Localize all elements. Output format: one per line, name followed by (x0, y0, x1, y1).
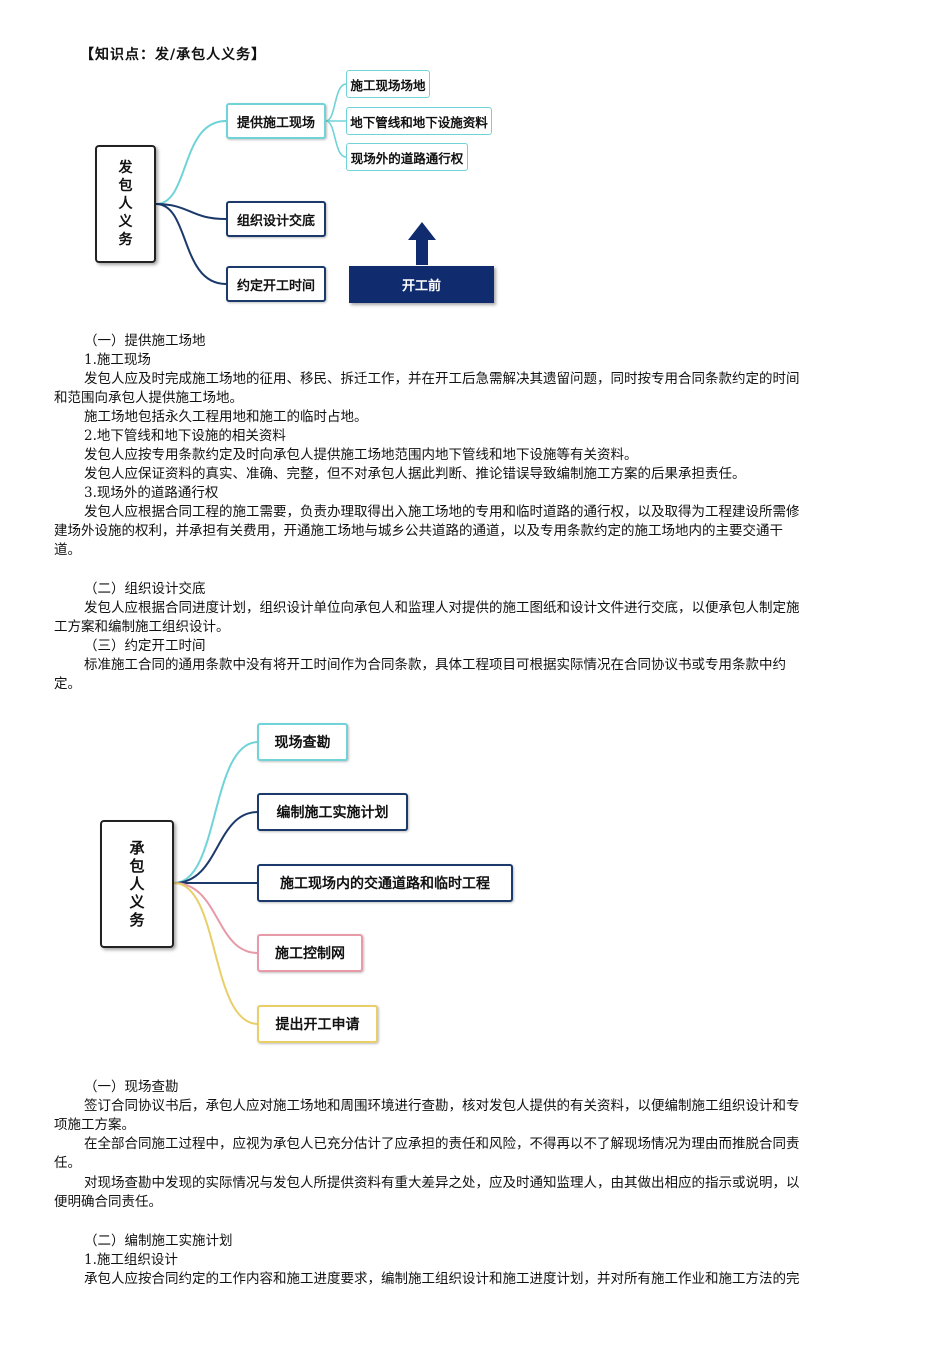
branch-start-time: 约定开工时间 (226, 266, 326, 302)
paragraph-line: 发包人应根据合同工程的施工需要，负责办理取得出入施工场地的专用和临时道路的通行权… (84, 504, 800, 520)
branch-control-network: 施工控制网 (257, 934, 363, 972)
branch-design-briefing: 组织设计交底 (226, 201, 326, 237)
paragraph-line: 工方案和编制施工组织设计。 (54, 619, 230, 635)
paragraph-line: 对现场查勘中发现的实际情况与发包人所提供资料有重大差异之处，应及时通知监理人，由… (84, 1175, 800, 1191)
section2-heading: （二）组织设计交底 (84, 581, 206, 597)
paragraph-line: 承包人应按合同约定的工作内容和施工进度要求，编制施工组织设计和施工进度计划，并对… (84, 1271, 800, 1287)
diagram2-root: 承 包 人 义 务 (100, 820, 174, 948)
paragraph-line: 在全部合同施工过程中，应视为承包人已充分估计了应承担的责任和风险，不得再以不了解… (84, 1136, 800, 1152)
branch-start-application: 提出开工申请 (257, 1005, 378, 1043)
paragraph-line: 发包人应按专用条款约定及时向承包人提供施工场地范围内地下管线和地下设施等有关资料… (84, 447, 638, 463)
paragraph-line: 发包人应及时完成施工场地的征用、移民、拆迁工作，并在开工后急需解决其遗留问题，同… (84, 371, 800, 387)
section3-heading: （三）约定开工时间 (84, 638, 206, 654)
section-heading: 【知识点：发/承包人义务】 (80, 47, 267, 63)
callout-before-start: 开工前 (349, 266, 494, 303)
paragraph-line: 标准施工合同的通用条款中没有将开工时间作为合同条款，具体工程项目可根据实际情况在… (84, 657, 786, 673)
paragraph-line: 施工场地包括永久工程用地和施工的临时占地。 (84, 409, 368, 425)
section1-sub2: 2.地下管线和地下设施的相关资料 (84, 428, 286, 444)
paragraph-line: 项施工方案。 (54, 1117, 135, 1133)
section1-sub1: 1.施工现场 (84, 352, 151, 368)
paragraph-line: 便明确合同责任。 (54, 1194, 162, 1210)
branch-provide-site: 提供施工现场 (226, 103, 326, 139)
sub-branch-road-access: 现场外的道路通行权 (346, 143, 468, 171)
paragraph-line: 和范围向承包人提供施工场地。 (54, 390, 243, 406)
section1-heading: （一）提供施工场地 (84, 333, 206, 349)
paragraph-line: 道。 (54, 542, 81, 558)
branch-implementation-plan: 编制施工实施计划 (257, 793, 408, 831)
paragraph-line: 发包人应根据合同进度计划，组织设计单位向承包人和监理人对提供的施工图纸和设计文件… (84, 600, 800, 616)
branch-site-survey: 现场查勘 (257, 723, 348, 761)
section5-heading: （二）编制施工实施计划 (84, 1233, 233, 1249)
paragraph-line: 建场外设施的权利，并承担有关费用，开通施工场地与城乡公共道路的通道，以及专用条款… (54, 523, 783, 539)
paragraph-line: 任。 (54, 1155, 81, 1171)
diagram1-root: 发 包 人 义 务 (95, 145, 156, 263)
paragraph-line: 定。 (54, 676, 81, 692)
sub-branch-site: 施工现场场地 (346, 70, 430, 98)
sub-branch-underground: 地下管线和地下设施资料 (346, 107, 492, 135)
section5-sub1: 1.施工组织设计 (84, 1252, 178, 1268)
paragraph-line: 发包人应保证资料的真实、准确、完整，但不对承包人据此判断、推论错误导致编制施工方… (84, 466, 746, 482)
paragraph-line: 签订合同协议书后，承包人应对施工场地和周围环境进行查勘，核对发包人提供的有关资料… (84, 1098, 800, 1114)
branch-site-roads: 施工现场内的交通道路和临时工程 (257, 864, 513, 902)
section4-heading: （一）现场查勘 (84, 1079, 179, 1095)
section1-sub3: 3.现场外的道路通行权 (84, 485, 219, 501)
